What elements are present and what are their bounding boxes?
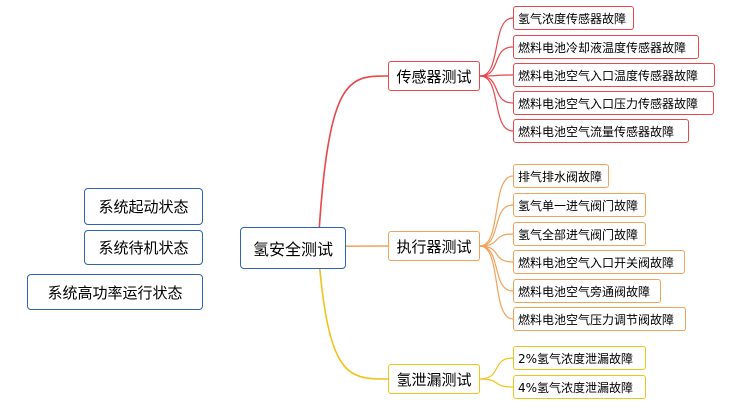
state-high-power: 系统高功率运行状态 (27, 274, 203, 310)
branch-1: 传感器测试 (388, 61, 480, 91)
leaf-item: 燃料电池空气旁通阀故障 (513, 279, 661, 303)
leaf-item: 氢气单一进气阀门故障 (513, 193, 646, 217)
leaf-item: 2%氢气浓度泄漏故障 (513, 346, 646, 370)
leaf-item: 氢气全部进气阀门故障 (513, 222, 646, 246)
leaf-item: 燃料电池空气流量传感器故障 (513, 119, 689, 143)
leaf-item: 4%氢气浓度泄漏故障 (513, 375, 646, 399)
leaf-item: 燃料电池冷却液温度传感器故障 (513, 35, 699, 59)
leaf-item: 燃料电池空气入口压力传感器故障 (513, 91, 714, 115)
state-standby: 系统待机状态 (84, 230, 203, 265)
leaf-item: 排气排水阀故障 (513, 164, 609, 188)
leaf-item: 氢气浓度传感器故障 (513, 6, 634, 30)
leaf-item: 燃料电池空气入口开关阀故障 (513, 250, 685, 274)
root-topic: 氢安全测试 (240, 227, 346, 269)
branch-3: 氢泄漏测试 (388, 364, 480, 394)
state-startup: 系统起动状态 (84, 188, 203, 225)
leaf-item: 燃料电池空气压力调节阀故障 (513, 307, 686, 331)
leaf-item: 燃料电池空气入口温度传感器故障 (513, 63, 715, 87)
branch-2: 执行器测试 (388, 231, 480, 261)
